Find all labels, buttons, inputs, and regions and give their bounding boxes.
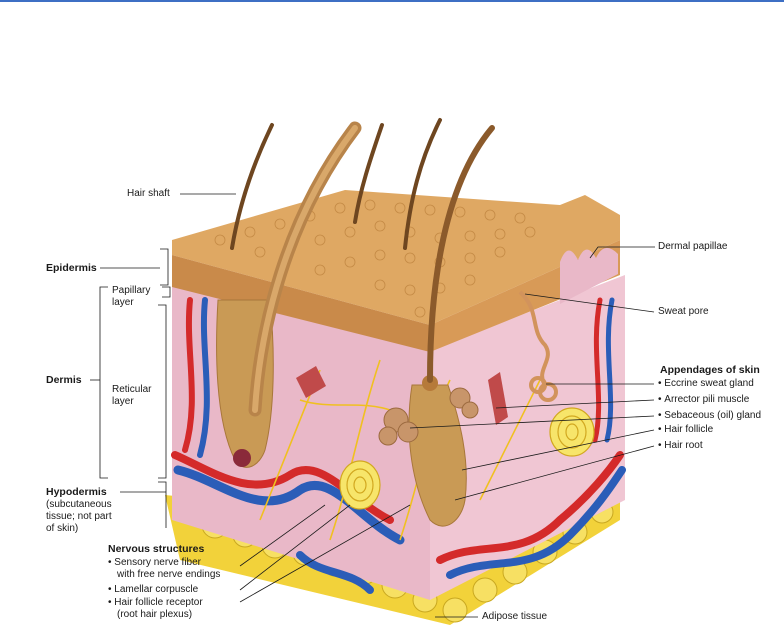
hair-shafts — [230, 118, 495, 417]
epidermis-top-surface — [172, 190, 620, 325]
appendages-title: Appendages of skin — [660, 364, 760, 376]
hypodermis-note-line-2: tissue; not part — [46, 511, 112, 522]
dermal-papillae-label: Dermal papillae — [658, 241, 728, 252]
nervous-item-hair-follicle-receptor: Hair follicle receptor (root hair plexus… — [108, 597, 202, 621]
adipose-tissue-label: Adipose tissue — [482, 611, 548, 622]
epidermis-front-band — [172, 255, 430, 352]
hair-shaft-label: Hair shaft — [127, 188, 170, 199]
appendage-hair-follicle: Hair follicle — [658, 424, 713, 436]
appendage-eccrine-sweat-gland: Eccrine sweat gland — [658, 378, 754, 390]
papillary-layer-label: Papillary layer — [112, 285, 150, 309]
sebaceous-glands — [378, 387, 479, 446]
nervous-item-sensory-fiber-line-1: Sensory nerve fiber — [108, 557, 220, 569]
reticular-layer-label: Reticular layer — [112, 384, 151, 408]
hypodermis-note-line-3: of skin) — [46, 523, 79, 534]
hypodermis-label: Hypodermis — [46, 486, 107, 498]
dermis-right-face — [430, 275, 625, 600]
hair-follicle-center — [408, 375, 467, 527]
hypodermis-note-line-1: (subcutaneous — [46, 499, 112, 510]
hypodermis-note: (subcutaneous tissue; not part of skin) — [46, 499, 112, 535]
nervous-item-lamellar-corpuscle: Lamellar corpuscle — [108, 584, 198, 596]
dermis-label: Dermis — [46, 374, 82, 386]
nervous-item-sensory-fiber: Sensory nerve fiber with free nerve endi… — [108, 557, 220, 581]
nervous-item-lamellar-corpuscle-line-1: Lamellar corpuscle — [108, 584, 198, 596]
papillary-layer-line-2: layer — [112, 297, 134, 308]
dermal-papillae-bumps — [560, 247, 618, 304]
top-rule — [0, 0, 784, 2]
leader-lines — [90, 193, 655, 618]
reticular-layer-line-1: Reticular — [112, 384, 152, 395]
blood-vessels — [171, 297, 626, 594]
appendage-sebaceous-gland: Sebaceous (oil) gland — [658, 410, 761, 422]
nervous-item-hair-follicle-receptor-line-2: (root hair plexus) — [117, 609, 193, 620]
nervous-item-sensory-fiber-line-2: with free nerve endings — [117, 569, 221, 580]
arrector-pili-muscles — [296, 366, 508, 425]
nervous-structures-title: Nervous structures — [108, 543, 205, 555]
epidermis-label: Epidermis — [46, 262, 97, 274]
nervous-item-hair-follicle-receptor-line-1: Hair follicle receptor — [108, 597, 202, 609]
appendage-hair-root: Hair root — [658, 440, 702, 452]
sweat-pore-label: Sweat pore — [658, 306, 709, 317]
papillary-layer-line-1: Papillary — [112, 285, 151, 296]
reticular-layer-line-2: layer — [112, 396, 134, 407]
appendage-arrector-pili-muscle: Arrector pili muscle — [658, 394, 749, 406]
lamellar-corpuscles — [339, 407, 595, 510]
